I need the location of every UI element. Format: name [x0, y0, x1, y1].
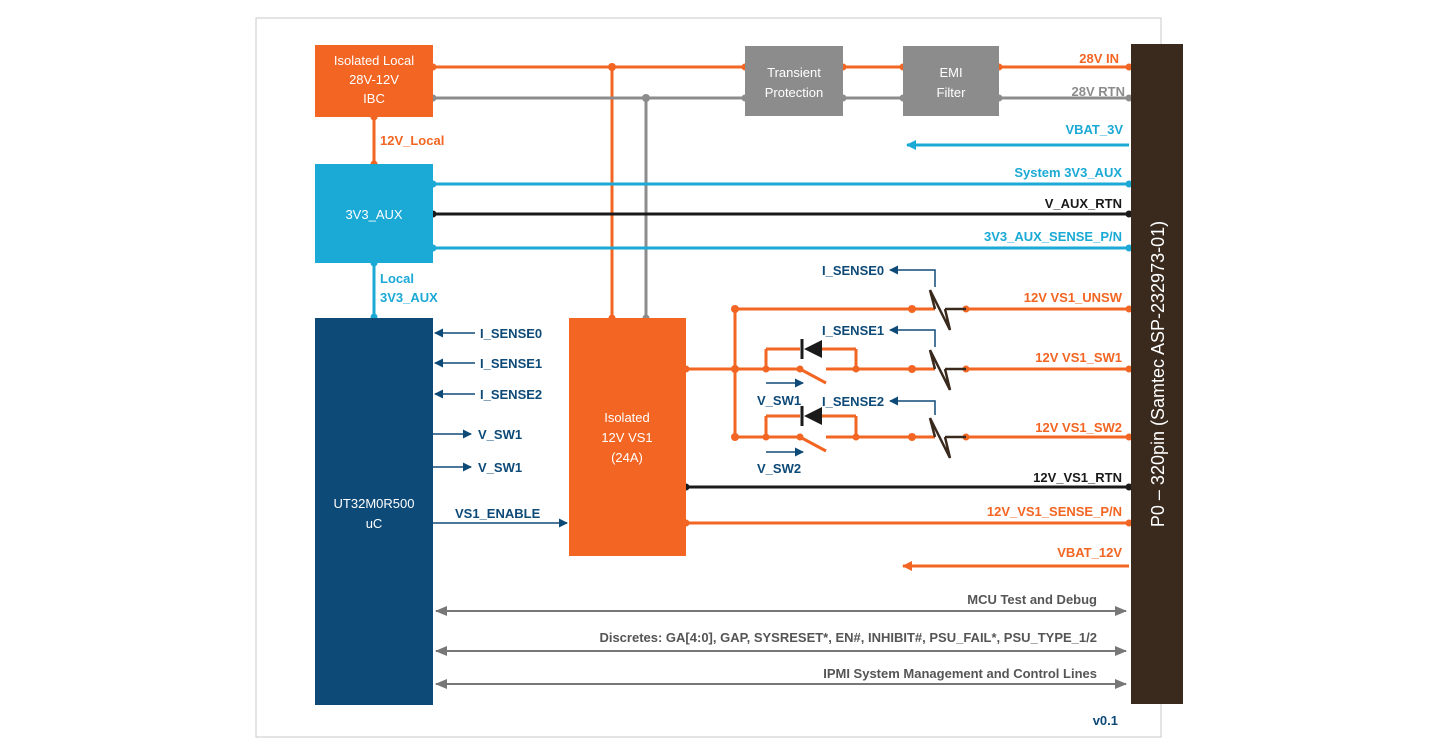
switch-contacts	[799, 367, 827, 453]
uc-label-line1: UT32M0R500	[334, 496, 415, 511]
system-3v3-aux-label: System 3V3_AUX	[1014, 165, 1122, 180]
aux-label: 3V3_AUX	[345, 207, 402, 222]
ibc-label-line1: Isolated Local	[334, 53, 414, 68]
12v-local-label: 12V_Local	[380, 133, 444, 148]
28v-rtn-dots	[429, 94, 1133, 322]
vs1-label-line3: (24A)	[611, 450, 643, 465]
vs1-label-line1: Isolated	[604, 410, 650, 425]
black-labels: V_AUX_RTN 12V_VS1_RTN	[1033, 196, 1122, 485]
v-aux-rtn-label: V_AUX_RTN	[1045, 196, 1122, 211]
i-sense1-tap-label: I_SENSE1	[822, 323, 884, 338]
28v-rtn-line	[433, 96, 1129, 318]
connector-block: P0 – 320pin (Samtec ASP-232973-01)	[1131, 44, 1183, 704]
28v-in-line	[372, 65, 1129, 318]
uc-label-line2: uC	[366, 516, 383, 531]
aux-lines	[372, 140, 1129, 317]
v-sw2-switch-label: V_SW2	[757, 461, 801, 476]
ibc-block: Isolated Local 28V-12V IBC	[315, 45, 433, 117]
orange-labels: 28V IN 12V_Local 12V VS1_UNSW 12V VS1_SW…	[380, 51, 1123, 560]
vbat-12v-label: VBAT_12V	[1057, 545, 1122, 560]
cyan-labels: VBAT_3V System 3V3_AUX 3V3_AUX_SENSE_P/N…	[380, 122, 1123, 305]
grey-labels: 28V RTN	[1072, 84, 1125, 99]
vs1-enable-label: VS1_ENABLE	[455, 506, 541, 521]
local-3v3-label-line1: Local	[380, 271, 414, 286]
connector-label: P0 – 320pin (Samtec ASP-232973-01)	[1148, 221, 1168, 527]
uc-signal-arrows	[433, 328, 568, 528]
i-sense2-tap-label: I_SENSE2	[822, 394, 884, 409]
sense-tap-lines	[766, 265, 936, 457]
vs1-block: Isolated 12V VS1 (24A)	[569, 318, 686, 556]
vs1-rtn-label: 12V_VS1_RTN	[1033, 470, 1122, 485]
local-3v3-label-line2: 3V3_AUX	[380, 290, 438, 305]
transient-protection-block: Transient Protection	[745, 46, 843, 116]
emi-label-line2: Filter	[937, 85, 967, 100]
diode-sw2-icon	[800, 406, 822, 426]
uc-v-sw1-label-a: V_SW1	[478, 427, 522, 442]
uc-v-sw1-label-b: V_SW1	[478, 460, 522, 475]
emi-filter-block: EMI Filter	[903, 46, 999, 116]
emi-label-line1: EMI	[939, 65, 962, 80]
ibc-label-line3: IBC	[363, 91, 385, 106]
mcu-debug-label: MCU Test and Debug	[967, 592, 1097, 607]
aux-dots	[370, 180, 1133, 321]
ipmi-label: IPMI System Management and Control Lines	[823, 666, 1097, 681]
navy-labels: I_SENSE0 I_SENSE1 I_SENSE2 V_SW1 V_SW2 I…	[455, 263, 1118, 728]
vs1-label-line2: 12V VS1	[601, 430, 652, 445]
vs1-output-lines	[686, 307, 1129, 571]
ibc-label-line2: 28V-12V	[349, 72, 399, 87]
vs1-sense-label: 12V_VS1_SENSE_P/N	[987, 504, 1122, 519]
vs1-output-dots	[682, 305, 1133, 527]
return-lines	[433, 212, 1129, 489]
i-sense0-tap-label: I_SENSE0	[822, 263, 884, 278]
28v-rtn-label: 28V RTN	[1072, 84, 1125, 99]
uc-i-sense0-label: I_SENSE0	[480, 326, 542, 341]
version-label: v0.1	[1093, 713, 1118, 728]
uc-block: UT32M0R500 uC	[315, 318, 433, 705]
current-sense-shunt-icons	[928, 289, 966, 459]
control-bus-lines	[435, 606, 1127, 689]
28v-in-label: 28V IN	[1079, 51, 1119, 66]
uc-i-sense1-label: I_SENSE1	[480, 356, 542, 371]
uc-i-sense2-label: I_SENSE2	[480, 387, 542, 402]
bus-labels: MCU Test and Debug Discretes: GA[4:0], G…	[599, 592, 1097, 681]
3v3-aux-sense-label: 3V3_AUX_SENSE_P/N	[984, 229, 1122, 244]
vbat-3v-label: VBAT_3V	[1065, 122, 1123, 137]
sw1-label: 12V VS1_SW1	[1035, 350, 1122, 365]
v-sw1-switch-label: V_SW1	[757, 393, 801, 408]
transient-label-line2: Protection	[765, 85, 824, 100]
unsw-label: 12V VS1_UNSW	[1024, 290, 1123, 305]
discretes-label: Discretes: GA[4:0], GAP, SYSRESET*, EN#,…	[599, 630, 1097, 645]
aux-3v3-block: 3V3_AUX	[315, 164, 433, 263]
sw2-label: 12V VS1_SW2	[1035, 420, 1122, 435]
transient-label-line1: Transient	[767, 65, 821, 80]
diode-sw1-icon	[800, 339, 822, 359]
